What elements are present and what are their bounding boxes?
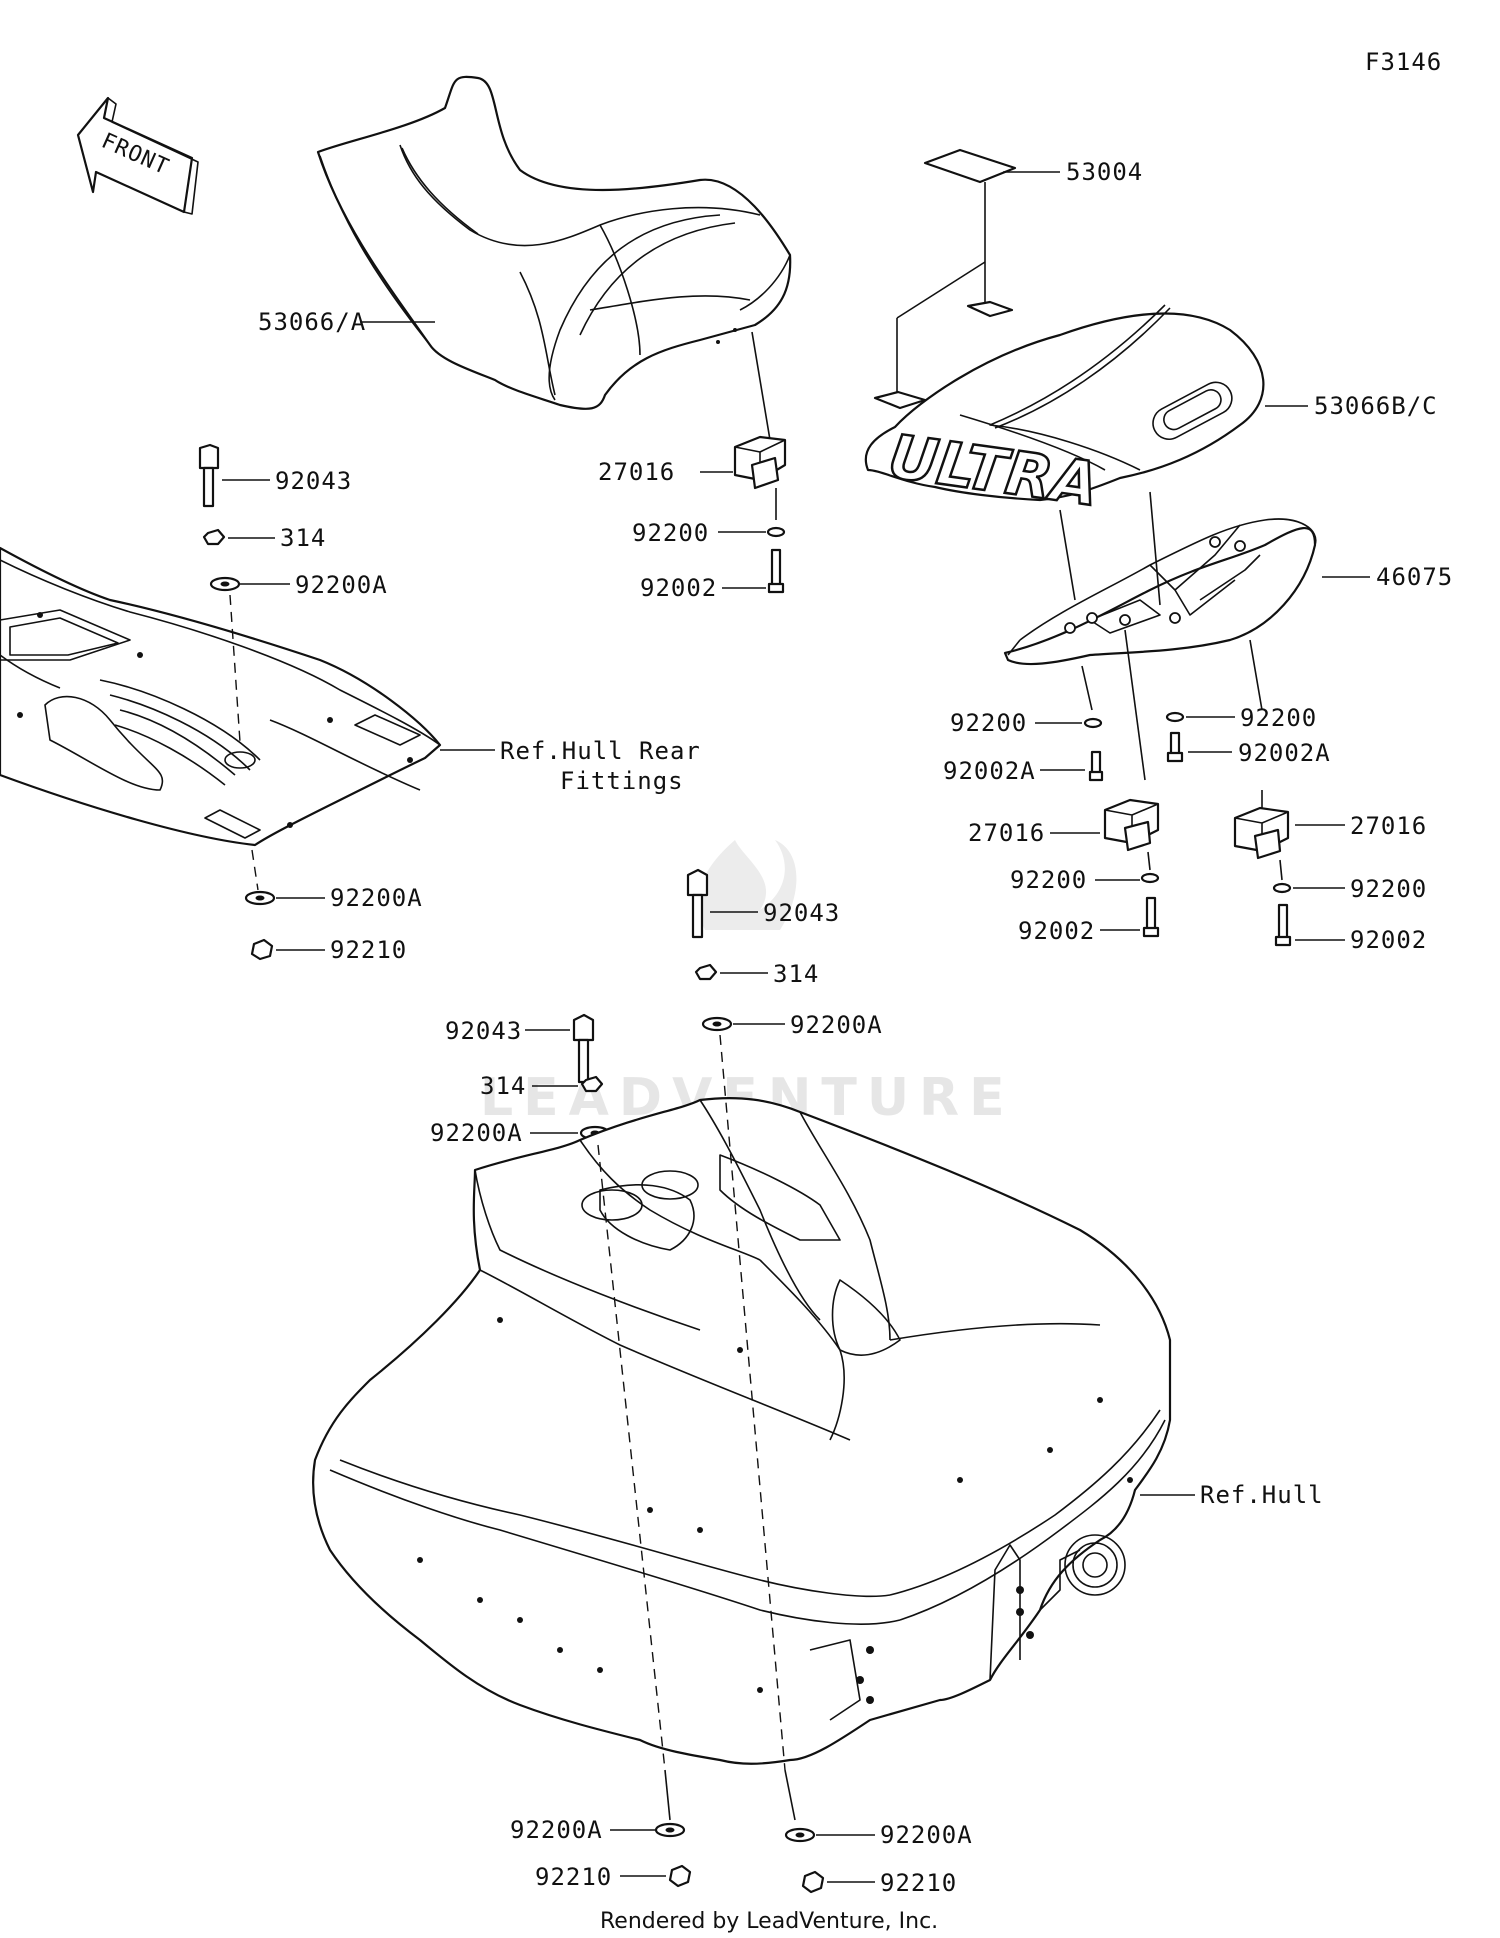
- label-bolt-right-rear: 92002A: [1238, 739, 1331, 767]
- washer-right-rear: [1165, 711, 1185, 723]
- label-ref-hull: Ref.Hull: [1200, 1481, 1324, 1509]
- label-bracket-right: 27016: [1350, 812, 1427, 840]
- label-nut-92210-left: 92210: [330, 936, 407, 964]
- pad: [923, 148, 1017, 184]
- hull-rear-fittings: [0, 546, 442, 847]
- front-arrow: FRONT: [76, 96, 199, 215]
- label-stud-center-right: 92043: [763, 899, 840, 927]
- label-stud-left: 92043: [275, 467, 352, 495]
- washer-right-lower: [1272, 882, 1292, 894]
- label-bolt-top: 92002: [640, 574, 717, 602]
- bolt-top: [767, 548, 785, 594]
- label-nut-center-left: 314: [480, 1072, 526, 1100]
- nut-92210-bottom-left: [668, 1864, 692, 1888]
- leader-seat-bracket: [751, 331, 771, 441]
- nut-92210-left: [250, 938, 274, 961]
- label-bolt-mid-rear: 92002: [1018, 917, 1095, 945]
- label-washer-mid-rear: 92200: [1010, 866, 1087, 894]
- label-washer-a-center-left: 92200A: [430, 1119, 523, 1147]
- bracket-mid: [1103, 798, 1160, 852]
- label-nut-center-right: 314: [773, 960, 819, 988]
- label-bolt-left-rear: 92002A: [943, 757, 1036, 785]
- nut-left: [202, 528, 226, 546]
- label-grip: 46075: [1376, 563, 1453, 591]
- label-washer-a-center-right: 92200A: [790, 1011, 883, 1039]
- label-bracket-top: 27016: [598, 458, 675, 486]
- washer-top: [766, 526, 786, 538]
- label-washer-top: 92200: [632, 519, 709, 547]
- rear-seat: ULTRA: [864, 304, 1265, 522]
- label-nut-left: 314: [280, 524, 326, 552]
- nut-center-left: [580, 1075, 604, 1093]
- label-bracket-mid: 27016: [968, 819, 1045, 847]
- washer-left-rear: [1083, 717, 1103, 729]
- leadventure-watermark: LEADVENTURE: [480, 840, 1005, 1128]
- nut-center-right: [694, 963, 718, 981]
- front-seat: [316, 75, 792, 410]
- label-ref-hull-rear-2: Fittings: [560, 767, 684, 795]
- label-washer-right-rear: 92200: [1240, 704, 1317, 732]
- stud-center-right: [686, 868, 709, 939]
- label-ref-hull-rear-1: Ref.Hull Rear: [500, 737, 701, 765]
- label-pad: 53004: [1066, 158, 1143, 186]
- grab-handle: [1003, 518, 1317, 666]
- label-seat-front: 53066/A: [258, 308, 366, 336]
- stud-left: [198, 443, 220, 508]
- hull: [312, 1096, 1172, 1765]
- label-washer-right-lower: 92200: [1350, 875, 1427, 903]
- label-nut-92210-bottom-left: 92210: [535, 1863, 612, 1891]
- label-nut-92210-bottom-right: 92210: [880, 1869, 957, 1897]
- bracket-right: [1233, 806, 1290, 860]
- label-bolt-right-lower: 92002: [1350, 926, 1427, 954]
- bracket-top: [733, 435, 787, 490]
- label-stud-center-left: 92043: [445, 1017, 522, 1045]
- label-washer-a-left-upper: 92200A: [295, 571, 388, 599]
- label-washer-left-rear: 92200: [950, 709, 1027, 737]
- figure-code: F3146: [1365, 48, 1442, 76]
- label-washer-a-bottom-left: 92200A: [510, 1816, 603, 1844]
- label-washer-a-bottom-right: 92200A: [880, 1821, 973, 1849]
- label-seat-rear: 53066B/C: [1314, 392, 1438, 420]
- washer-mid-rear: [1140, 872, 1160, 884]
- nut-92210-bottom-right: [801, 1870, 825, 1894]
- footer-credit: Rendered by LeadVenture, Inc.: [600, 1909, 938, 1934]
- label-washer-a-left-lower: 92200A: [330, 884, 423, 912]
